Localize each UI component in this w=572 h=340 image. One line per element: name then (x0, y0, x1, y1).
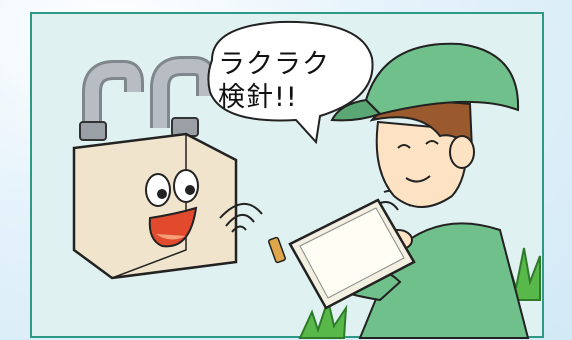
speech-bubble (207, 20, 374, 145)
gas-meter-character (72, 56, 238, 280)
tablet-device (268, 198, 416, 310)
speech-line-1: ラクラク (218, 49, 330, 80)
speech-bubble-text: ラクラク 検針!! (218, 48, 330, 114)
speech-line-2: 検針!! (218, 82, 298, 113)
